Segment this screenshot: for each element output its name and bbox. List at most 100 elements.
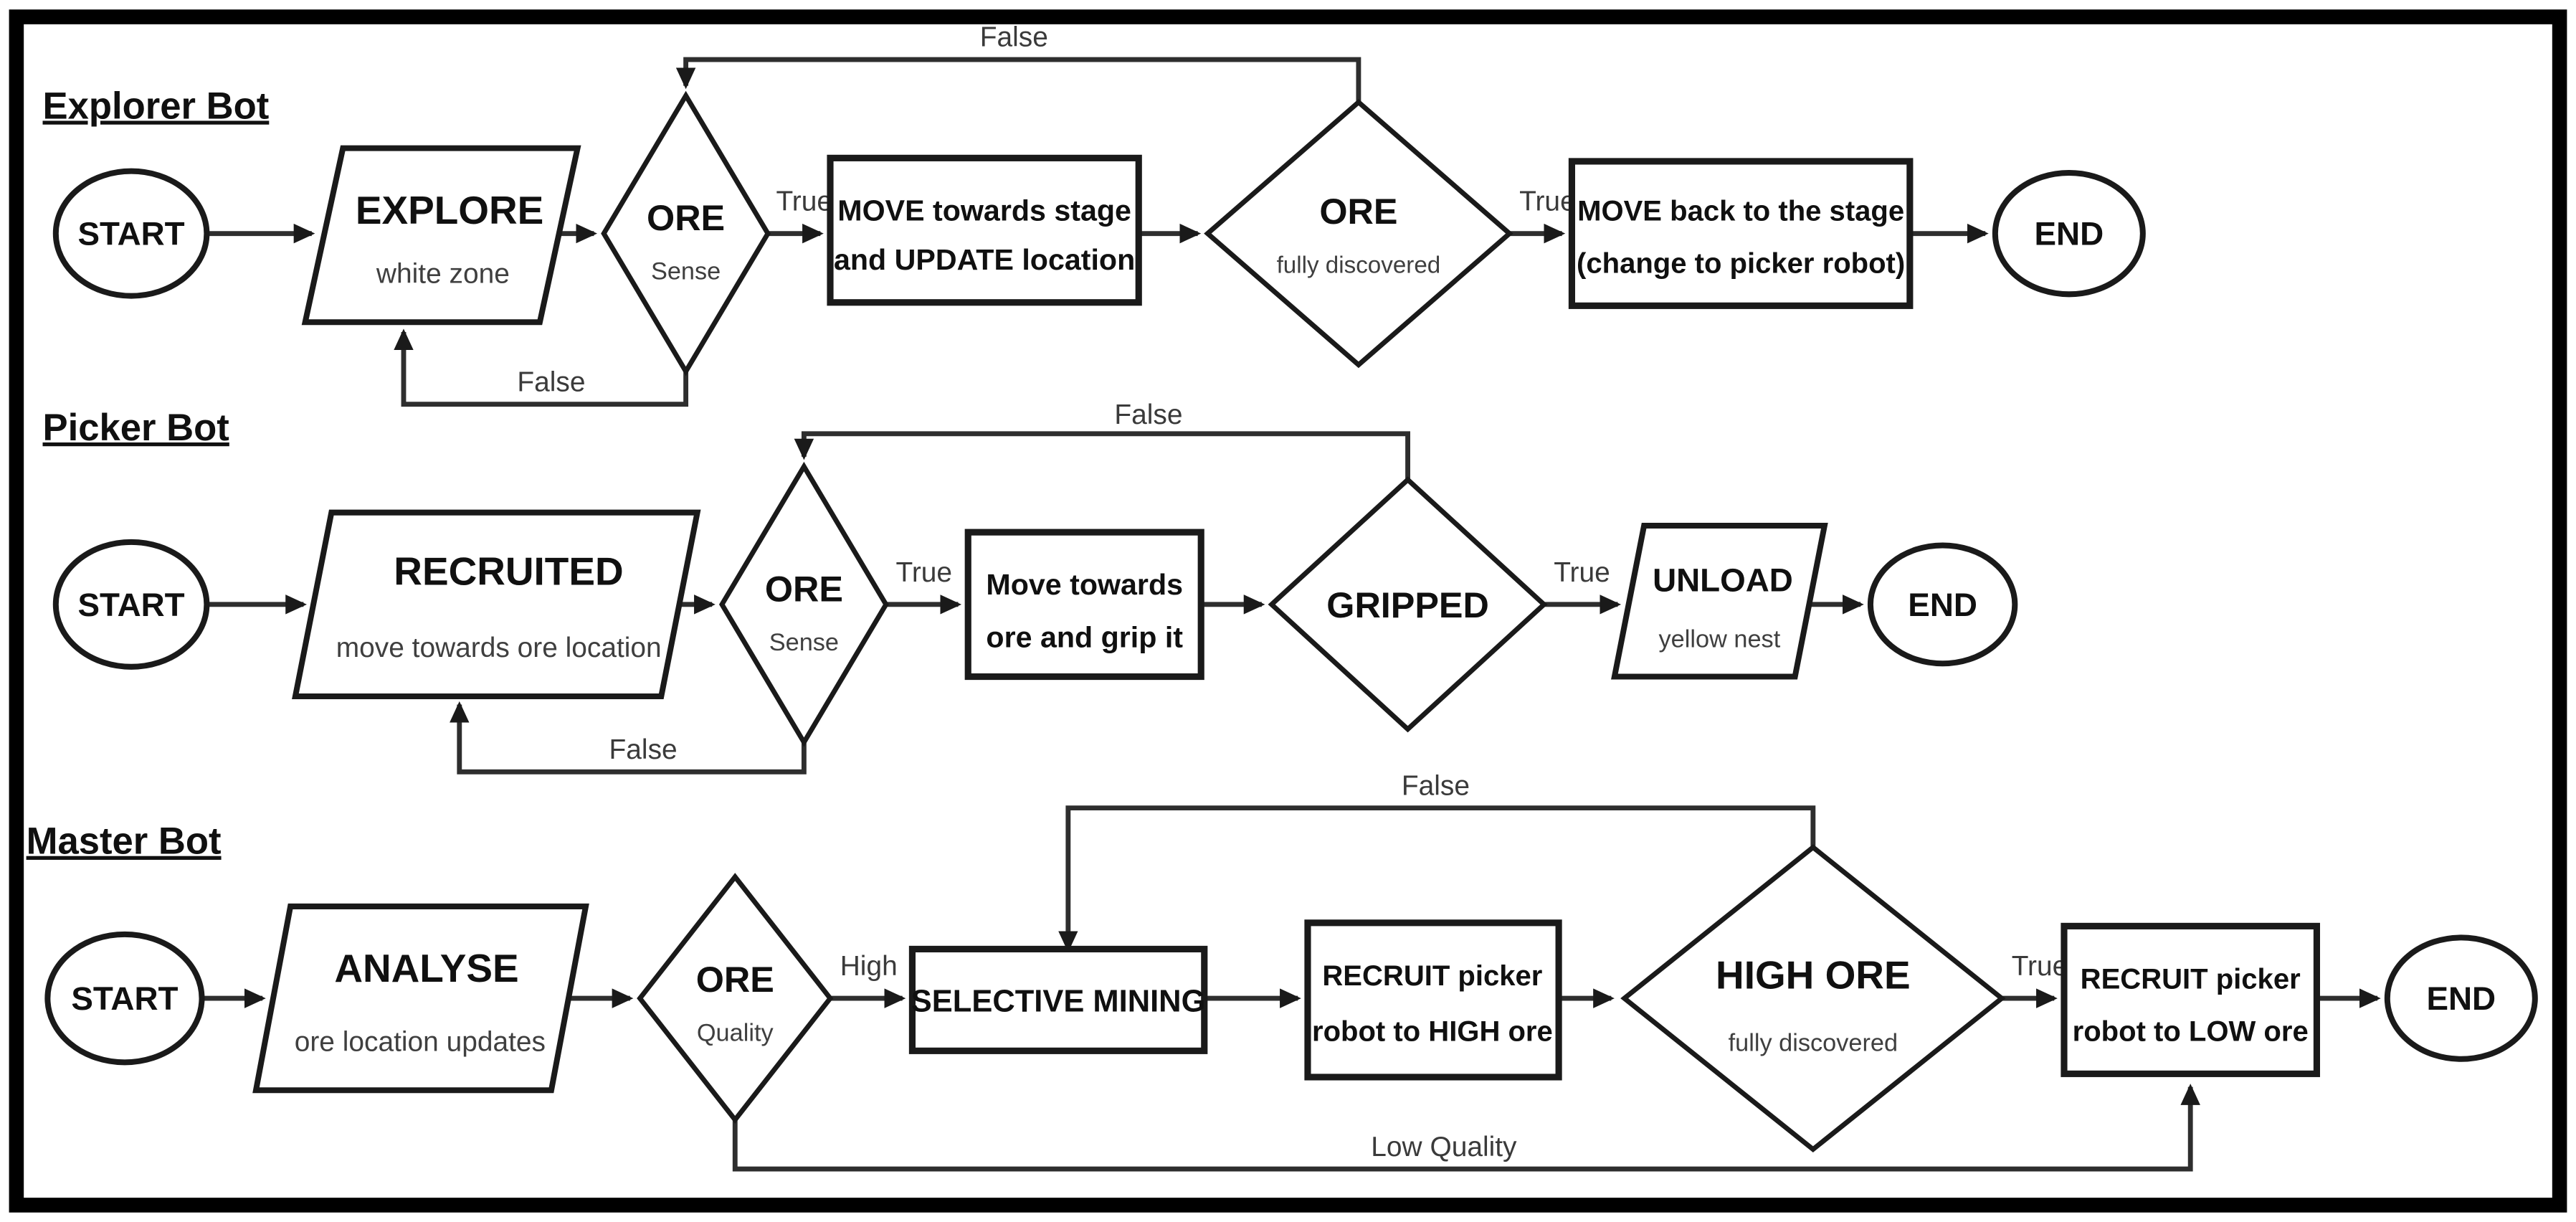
master-recruit-high-box xyxy=(1304,919,1562,1081)
explorer-ore-sense-decision: ORE Sense xyxy=(601,90,771,376)
master-analyse-parallelogram xyxy=(252,903,589,1094)
explorer-move-update-box xyxy=(827,154,1142,306)
master-highore-decision: HIGH ORE fully discovered xyxy=(1620,844,2006,1153)
master-selective-mining-box xyxy=(908,945,1208,1054)
explorer-explore-node: EXPLORE white zone xyxy=(301,145,581,326)
explorer-end-label: END xyxy=(2035,216,2104,252)
master-low-quality-path xyxy=(732,1084,2200,1172)
master-recruit-low-box xyxy=(2061,922,2320,1077)
master-selective-mining-process: SELECTIVE MINING xyxy=(908,945,1208,1054)
picker-recruited-parallelogram xyxy=(292,509,701,700)
master-highore-false-label: False xyxy=(1402,770,1470,801)
explorer-end-oval xyxy=(1992,169,2146,298)
master-highore-true-label: True xyxy=(2012,951,2068,982)
picker-sense-true-label: True xyxy=(896,557,953,588)
master-start-node: START xyxy=(44,931,205,1066)
master-recruit-low-line2: robot to LOW ore xyxy=(2073,1016,2309,1048)
master-analyse-node: ANALYSE ore location updates xyxy=(252,903,589,1094)
explorer-move-back-line1: MOVE back to the stage xyxy=(1577,195,1904,227)
picker-unload-subtitle: yellow nest xyxy=(1659,625,1781,653)
explorer-explore-subtitle: white zone xyxy=(376,258,510,289)
explorer-bot-section: Explorer Bot START EXPLORE white zone OR… xyxy=(43,22,2146,407)
explorer-false-loop-bottom xyxy=(394,328,689,407)
master-ore-quality-diamond xyxy=(637,873,834,1124)
picker-recruited-subtitle: move towards ore location xyxy=(336,633,662,663)
master-start-oval xyxy=(44,931,205,1066)
explorer-start-label: START xyxy=(78,216,185,252)
master-recruit-low-process: RECRUIT picker robot to LOW ore xyxy=(2061,922,2320,1077)
picker-move-grip-process: Move towards ore and grip it xyxy=(964,529,1204,681)
picker-unload-node: UNLOAD yellow nest xyxy=(1611,522,1828,680)
master-ore-quality-subtitle: Quality xyxy=(697,1020,774,1047)
picker-ore-sense-decision: ORE Sense xyxy=(718,461,889,747)
master-bot-section: Master Bot START ANALYSE ore location up… xyxy=(27,770,2538,1172)
explorer-discovered-true-label: True xyxy=(1519,186,1576,217)
master-highore-diamond xyxy=(1620,844,2006,1153)
picker-false-loop-top xyxy=(794,431,1410,480)
picker-gripped-title: GRIPPED xyxy=(1326,584,1489,625)
master-analyse-title: ANALYSE xyxy=(334,946,518,990)
explorer-section-title: Explorer Bot xyxy=(43,85,270,127)
master-analyse-subtitle: ore location updates xyxy=(295,1026,546,1057)
explorer-ore-discovered-subtitle: fully discovered xyxy=(1277,252,1441,279)
explorer-ore-sense-title: ORE xyxy=(647,197,725,238)
master-ore-quality-decision: ORE Quality xyxy=(637,873,834,1124)
explorer-discovered-false-label: False xyxy=(980,22,1048,53)
explorer-sense-true-label: True xyxy=(776,186,832,217)
explorer-move-update-process: MOVE towards stage and UPDATE location xyxy=(827,154,1142,306)
explorer-explore-title: EXPLORE xyxy=(356,188,543,232)
master-selective-mining-title: SELECTIVE MINING xyxy=(911,984,1206,1018)
picker-false-loop-bottom xyxy=(450,701,807,775)
master-end-label: END xyxy=(2426,980,2496,1017)
explorer-start-oval xyxy=(52,168,210,299)
picker-gripped-false-label: False xyxy=(1114,399,1182,430)
master-highore-subtitle: fully discovered xyxy=(1729,1029,1898,1056)
master-section-title: Master Bot xyxy=(27,820,222,863)
master-recruit-high-line2: robot to HIGH ore xyxy=(1312,1016,1553,1048)
picker-bot-section: Picker Bot START RECRUITED move towards … xyxy=(43,399,2018,775)
explorer-move-back-line2: (change to picker robot) xyxy=(1577,248,1905,280)
explorer-false-loop-top xyxy=(675,57,1361,103)
explorer-move-back-process: MOVE back to the stage (change to picker… xyxy=(1568,158,1914,309)
explorer-start-node: START xyxy=(52,168,210,299)
picker-start-oval xyxy=(52,539,210,670)
picker-gripped-decision: GRIPPED xyxy=(1268,476,1548,733)
explorer-move-back-box xyxy=(1568,158,1914,309)
master-quality-high-label: High xyxy=(840,951,898,982)
picker-ore-sense-subtitle: Sense xyxy=(769,629,839,656)
explorer-end-node: END xyxy=(1992,169,2146,298)
master-end-oval xyxy=(2384,934,2538,1062)
master-recruit-high-process: RECRUIT picker robot to HIGH ore xyxy=(1304,919,1562,1081)
picker-move-grip-line1: Move towards xyxy=(986,568,1183,601)
explorer-ore-discovered-decision: ORE fully discovered xyxy=(1204,99,1513,369)
explorer-move-update-line2: and UPDATE location xyxy=(834,243,1135,276)
master-recruit-high-line1: RECRUIT picker xyxy=(1322,960,1542,992)
picker-sense-false-label: False xyxy=(609,734,678,765)
explorer-explore-parallelogram xyxy=(301,145,581,326)
picker-recruited-title: RECRUITED xyxy=(394,549,623,593)
explorer-ore-sense-diamond xyxy=(601,90,771,376)
picker-unload-parallelogram xyxy=(1611,522,1828,680)
explorer-ore-discovered-diamond xyxy=(1204,99,1513,369)
picker-start-label: START xyxy=(78,587,185,623)
master-end-node: END xyxy=(2384,934,2538,1062)
picker-gripped-diamond xyxy=(1268,476,1548,733)
picker-gripped-true-label: True xyxy=(1554,557,1610,588)
picker-recruited-node: RECRUITED move towards ore location xyxy=(292,509,701,700)
picker-end-label: END xyxy=(1908,587,1977,623)
master-false-loop xyxy=(1058,805,1816,953)
explorer-ore-discovered-title: ORE xyxy=(1319,191,1397,232)
explorer-sense-false-label: False xyxy=(517,366,585,397)
master-highore-title: HIGH ORE xyxy=(1716,952,1911,997)
master-recruit-low-line1: RECRUIT picker xyxy=(2081,963,2301,995)
explorer-ore-sense-subtitle: Sense xyxy=(651,258,721,285)
picker-end-node: END xyxy=(1867,542,2018,667)
picker-end-oval xyxy=(1867,542,2018,667)
picker-start-node: START xyxy=(52,539,210,670)
master-start-label: START xyxy=(71,980,178,1017)
picker-unload-title: UNLOAD xyxy=(1653,562,1793,599)
picker-ore-sense-title: ORE xyxy=(765,568,843,609)
picker-move-grip-box xyxy=(964,529,1204,681)
